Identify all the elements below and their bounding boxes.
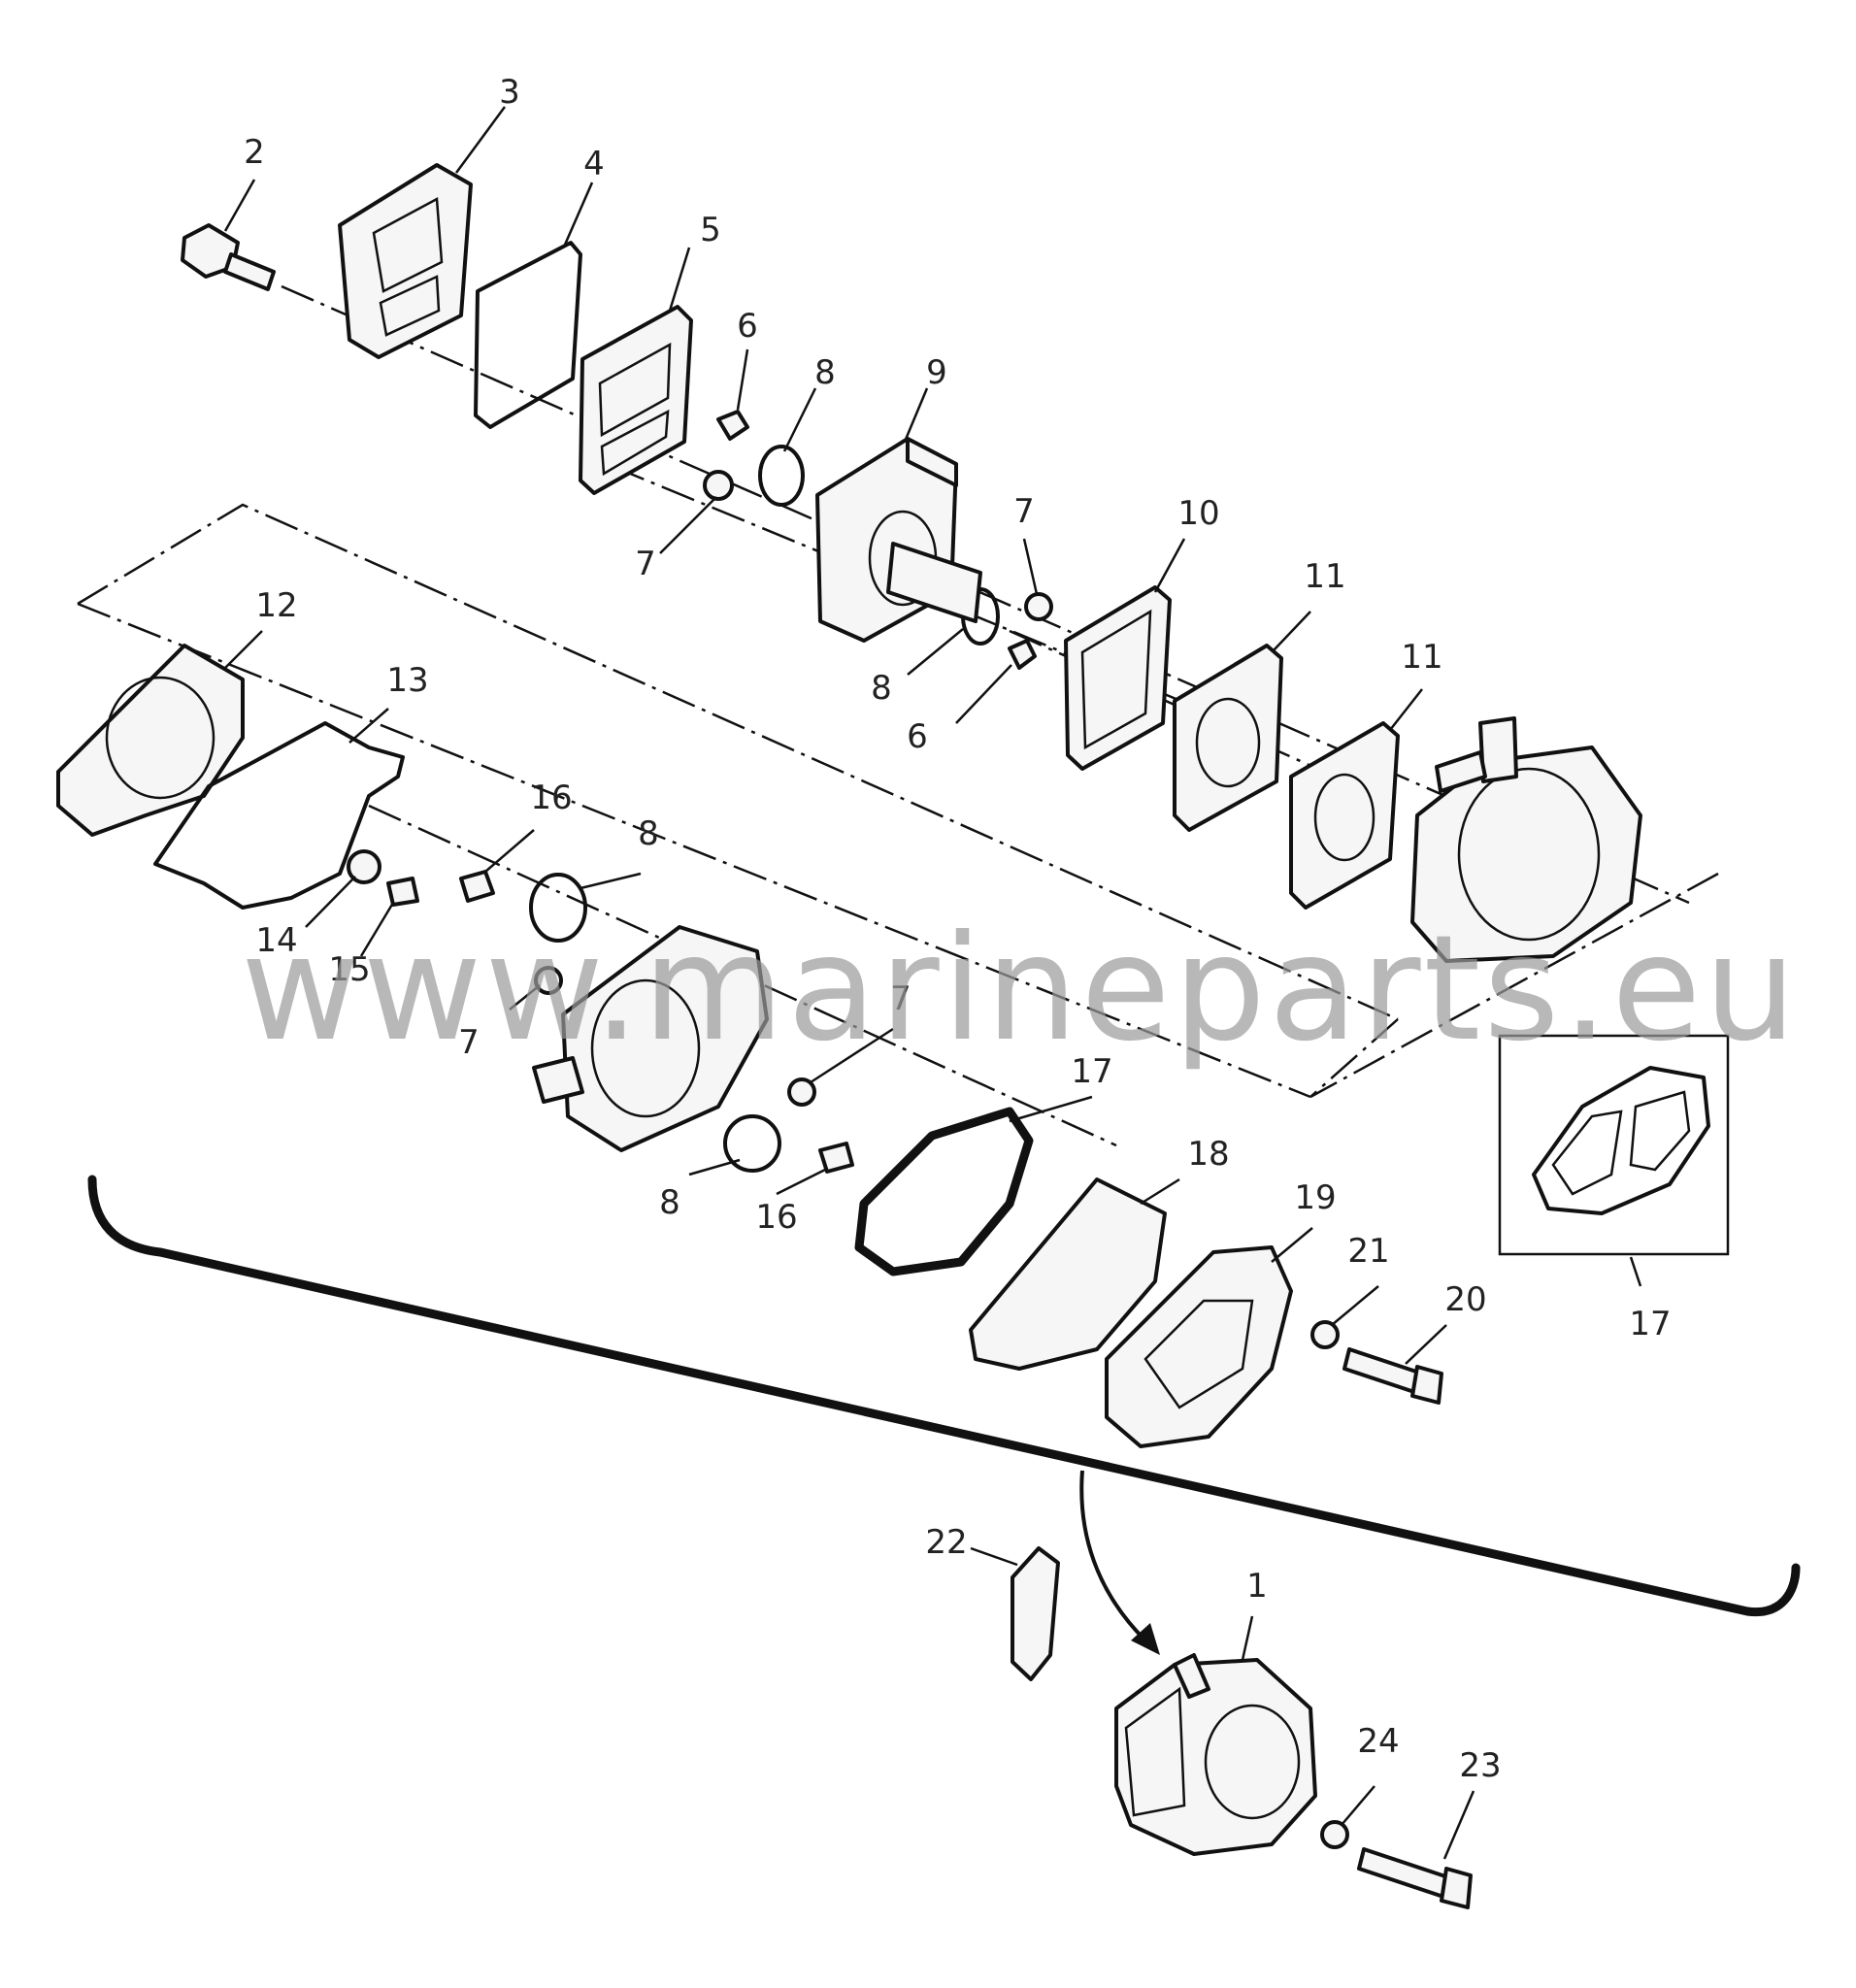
part-21-washer (1310, 1320, 1340, 1349)
callout-15: 15 (328, 950, 370, 989)
part-2-bolt (181, 223, 276, 291)
part-23-bolt (1357, 1847, 1473, 1909)
callout-10: 10 (1177, 494, 1219, 533)
callout-7-upper-right: 7 (1013, 492, 1035, 531)
callout-11-b: 11 (1401, 638, 1442, 677)
part-24-washer (1320, 1820, 1349, 1849)
callout-14: 14 (255, 921, 297, 960)
callout-20: 20 (1444, 1280, 1486, 1319)
callout-12: 12 (255, 586, 297, 625)
callout-18: 18 (1187, 1135, 1229, 1174)
part-1-fuel-pump-assembly (1114, 1653, 1317, 1856)
callout-5: 5 (700, 211, 721, 249)
callout-2: 2 (244, 133, 265, 172)
callout-8-upper: 8 (814, 353, 836, 392)
callout-8-center: 8 (638, 814, 659, 853)
part-4-gasket (474, 241, 582, 429)
callout-7-center-right: 7 (890, 979, 911, 1018)
callout-21: 21 (1347, 1232, 1389, 1271)
part-11-gasket-a (1173, 644, 1283, 832)
part-12-gasket (56, 644, 245, 837)
part-20-bolt (1342, 1347, 1443, 1405)
callout-17: 17 (1071, 1052, 1112, 1091)
callout-9: 9 (926, 353, 947, 392)
callout-7-upper-left: 7 (635, 545, 656, 583)
callout-24: 24 (1357, 1722, 1399, 1761)
assembly-arrow (1079, 1470, 1160, 1655)
leader-lines (222, 106, 1642, 1860)
callout-13: 13 (386, 661, 428, 700)
callout-11-a: 11 (1304, 557, 1345, 596)
part-10-diaphragm (1064, 585, 1172, 771)
part-16-fittings (459, 870, 854, 1174)
part-15-screw (386, 877, 419, 907)
callout-22: 22 (925, 1523, 967, 1562)
callout-17-inset: 17 (1629, 1305, 1671, 1343)
part-17-inset-box (1498, 1034, 1730, 1256)
callout-1: 1 (1246, 1567, 1268, 1606)
watermark-text: www.marineparts.eu (241, 905, 1800, 1074)
part-9-pump-body (815, 437, 982, 643)
part-7-nuts (534, 470, 1053, 1107)
part-19-cover (1105, 1245, 1293, 1448)
part-6-screw-lower (1008, 639, 1037, 670)
part-11-gasket-b (1289, 721, 1400, 910)
callout-3: 3 (499, 73, 520, 112)
assembly-bracket (87, 1175, 1801, 1617)
part-13-diaphragm (153, 721, 405, 910)
callout-23: 23 (1459, 1746, 1501, 1785)
part-22-gasket (1011, 1546, 1060, 1681)
callout-16-upper: 16 (530, 779, 572, 817)
callout-16-lower: 16 (755, 1198, 797, 1237)
part-14-washer (347, 849, 381, 884)
part-17-gasket (854, 1107, 1034, 1276)
callout-8-mid: 8 (871, 669, 892, 708)
callout-4: 4 (583, 145, 605, 183)
callout-8-lower: 8 (659, 1183, 680, 1222)
callout-6-upper: 6 (737, 307, 758, 346)
callout-labels: 2 3 4 5 6 8 9 7 7 10 11 11 8 6 12 13 14 … (244, 73, 1671, 1785)
callout-6-lower: 6 (907, 717, 928, 756)
part-3-cover (338, 163, 473, 359)
pump-body-center (532, 925, 769, 1152)
callout-19: 19 (1294, 1178, 1336, 1217)
intake-housing (1410, 716, 1642, 963)
part-18-plate (969, 1177, 1167, 1371)
part-5-reed-plate (579, 305, 693, 495)
callout-7-center-left: 7 (458, 1023, 480, 1062)
part-6-screw-upper (716, 410, 749, 441)
